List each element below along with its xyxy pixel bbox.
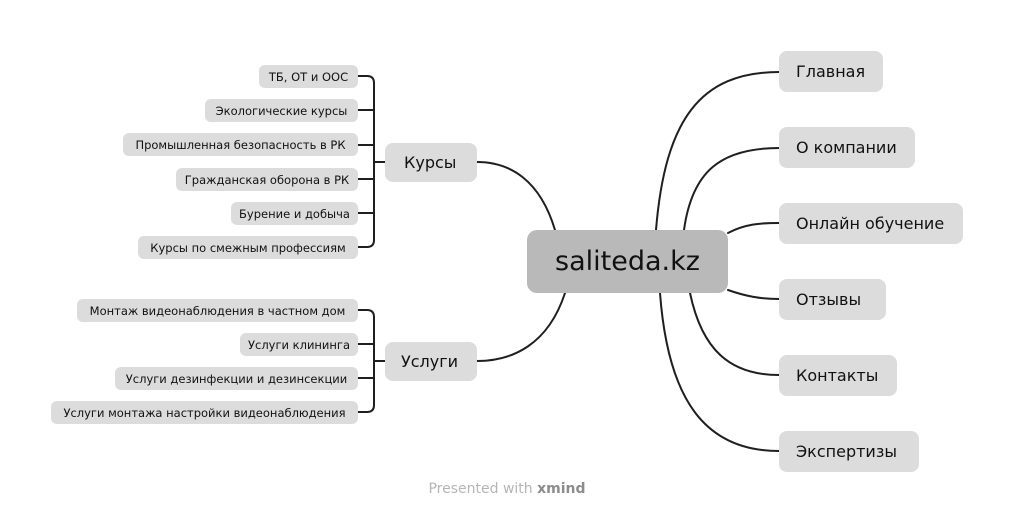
topic-kontakty[interactable]: Контакты [779, 355, 897, 396]
topic-otzyvy[interactable]: Отзывы [779, 279, 886, 320]
subtopic-uslugi-montazha-nastroiki[interactable]: Услуги монтажа настройки видеонаблюдения [51, 401, 358, 424]
kursy-bracket [357, 75, 375, 248]
subtopic-ekologicheskie-kursy[interactable]: Экологические курсы [205, 99, 358, 122]
connector-to-kursy [476, 161, 556, 231]
subtopic-uslugi-klininga[interactable]: Услуги клининга [240, 333, 358, 356]
topic-ekspertizy[interactable]: Экспертизы [779, 431, 919, 472]
connector-to-otzyvy [727, 289, 780, 300]
connector-to-uslugi [476, 292, 566, 362]
xmind-logo: xmind [537, 481, 586, 497]
subtopic-tb-ot-oos[interactable]: ТБ, ОТ и ООС [259, 65, 358, 88]
subtopic-promyshlennaya-bezopasnost[interactable]: Промышленная безопасность в РК [123, 133, 358, 156]
subtopic-uslugi-dezinfekcii[interactable]: Услуги дезинфекции и дезинсекции [115, 367, 358, 390]
connector-to-glavnaya [655, 71, 780, 231]
uslugi-bracket [357, 309, 375, 413]
topic-glavnaya[interactable]: Главная [779, 51, 883, 92]
subtopic-montazh-videonablyudeniya[interactable]: Монтаж видеонаблюдения в частном дом [77, 299, 358, 322]
footer-prefix: Presented with [428, 481, 533, 497]
subtopic-grazhdanskaya-oborona[interactable]: Гражданская оборона в РК [176, 168, 358, 191]
topic-uslugi[interactable]: Услуги [385, 342, 477, 381]
central-topic[interactable]: saliteda.kz [527, 230, 728, 293]
subtopic-burenie-i-dobycha[interactable]: Бурение и добыча [231, 202, 358, 225]
connector-to-onlain-obuchenie [727, 222, 780, 234]
connector-to-ekspertizy [659, 292, 780, 452]
presented-with-xmind: Presented with xmind [0, 481, 1014, 501]
topic-kursy[interactable]: Курсы [385, 143, 477, 182]
connector-to-o-kompanii [683, 147, 780, 231]
topic-onlain-obuchenie[interactable]: Онлайн обучение [779, 203, 963, 244]
subtopic-kursy-po-smezhnym[interactable]: Курсы по смежным профессиям [138, 236, 358, 259]
connector-to-kontakty [689, 292, 780, 376]
topic-o-kompanii[interactable]: О компании [779, 127, 915, 168]
